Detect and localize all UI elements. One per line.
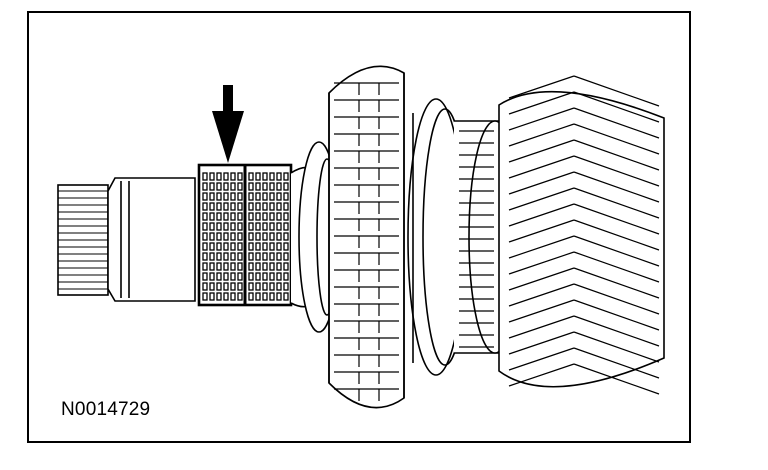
arrow-down-icon [212, 85, 244, 163]
needle-bearing [197, 163, 293, 307]
figure-frame: N0014729 [27, 11, 691, 443]
synchronizer-collar [407, 98, 468, 376]
splined-shaft [57, 177, 196, 302]
helical-gear [498, 75, 665, 395]
spur-gear [328, 65, 405, 409]
gear-shaft-illustration [57, 65, 665, 409]
figure-id-label: N0014729 [61, 399, 151, 420]
